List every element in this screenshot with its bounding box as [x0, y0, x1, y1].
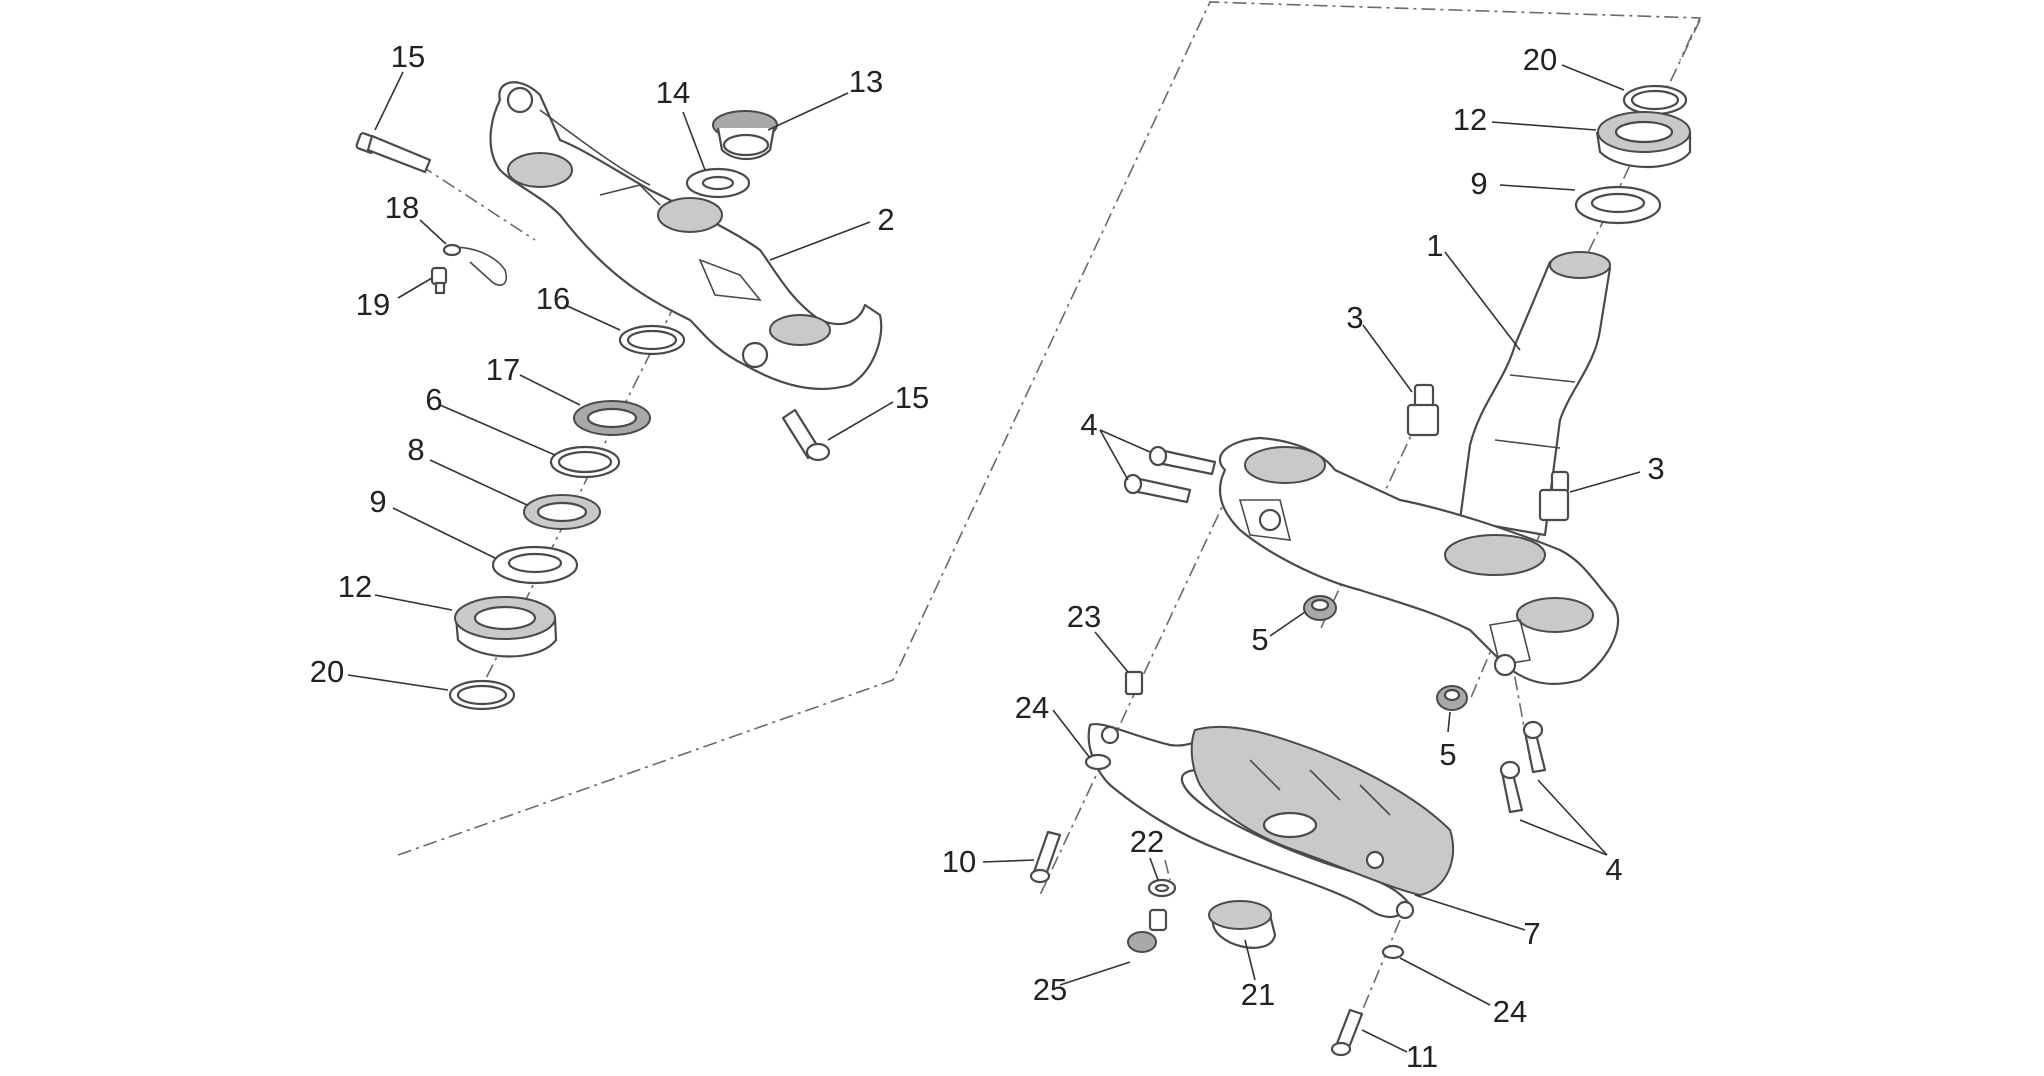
callout-15-top: 15	[391, 39, 425, 74]
pin-10-part	[1029, 830, 1062, 884]
screw-25-part	[1127, 908, 1168, 953]
callout-15-lower: 15	[895, 380, 929, 415]
callout-24-left: 24	[1015, 690, 1049, 725]
washer-24-right	[1381, 944, 1405, 960]
callout-5-center: 5	[1251, 622, 1268, 657]
callout-16: 16	[536, 281, 570, 316]
cover-9-right-part	[1574, 185, 1662, 225]
guard-plate-7-part	[1087, 722, 1455, 920]
steering-stem-part	[1458, 251, 1612, 537]
callout-14: 14	[656, 75, 690, 110]
clip-18-part	[442, 243, 508, 286]
bolt-15-top	[355, 132, 432, 174]
callout-3-center: 3	[1346, 300, 1363, 335]
washer-14-part	[685, 167, 751, 199]
callout-4-upper: 4	[1080, 407, 1097, 442]
callout-12-left: 12	[338, 569, 372, 604]
callout-23: 23	[1067, 599, 1101, 634]
callout-6: 6	[425, 382, 442, 417]
leader-lines	[347, 64, 1641, 1053]
washer-6-part	[549, 445, 621, 479]
nut-5-center	[1303, 595, 1337, 621]
callout-25: 25	[1033, 972, 1067, 1007]
callout-22: 22	[1130, 824, 1164, 859]
screw-3-right	[1538, 470, 1570, 522]
callout-20-left: 20	[310, 654, 344, 689]
callout-1: 1	[1426, 228, 1443, 263]
callout-9-right: 9	[1470, 166, 1487, 201]
callout-17: 17	[486, 352, 520, 387]
callout-24-right: 24	[1493, 994, 1527, 1029]
callout-7: 7	[1523, 916, 1540, 951]
callout-labels: 15 14 13 18 2 19 16 17 6 15 8 9 12 20 20…	[310, 39, 1665, 1074]
group-boundary-line	[397, 1, 1702, 856]
callout-9-left: 9	[369, 484, 386, 519]
callout-4-lower: 4	[1605, 852, 1622, 887]
callout-8: 8	[407, 432, 424, 467]
callout-3-right: 3	[1647, 451, 1664, 486]
callout-2: 2	[877, 202, 894, 237]
callout-11: 11	[1406, 1039, 1438, 1071]
callout-12-right: 12	[1453, 102, 1487, 137]
callout-10: 10	[942, 844, 976, 879]
callout-21: 21	[1241, 977, 1275, 1012]
callout-5-lower: 5	[1439, 737, 1456, 772]
pin-11-part	[1330, 1008, 1364, 1057]
ring-20-right-part	[1622, 84, 1688, 116]
callout-13: 13	[849, 64, 883, 99]
nut-5-lower	[1436, 685, 1468, 711]
bearing-12-left-part	[454, 596, 558, 658]
screw-3-center	[1406, 383, 1440, 437]
ring-nut-17-part	[573, 400, 651, 436]
bush-22-part	[1147, 878, 1177, 898]
cover-9-left-part	[491, 545, 579, 585]
callout-20-right: 20	[1523, 42, 1557, 77]
lower-triple-clamp-part	[1218, 436, 1620, 685]
washer-24-left	[1084, 753, 1112, 771]
upper-triple-clamp-part	[489, 81, 883, 391]
spacer-23-part	[1124, 670, 1144, 696]
bolts-4-upper	[1123, 445, 1217, 504]
bolts-4-lower	[1499, 720, 1547, 814]
nut-13-part	[712, 110, 778, 161]
grommet-21-part	[1208, 900, 1277, 949]
bolt-15-lower	[781, 408, 831, 462]
bearing-12-right-part	[1595, 111, 1692, 168]
ring-20-left-part	[448, 679, 516, 711]
screw-19-part	[430, 266, 448, 295]
callout-19: 19	[356, 287, 390, 322]
ring-16-part	[618, 324, 686, 356]
seal-8-part	[523, 494, 601, 530]
callout-18: 18	[385, 190, 419, 225]
